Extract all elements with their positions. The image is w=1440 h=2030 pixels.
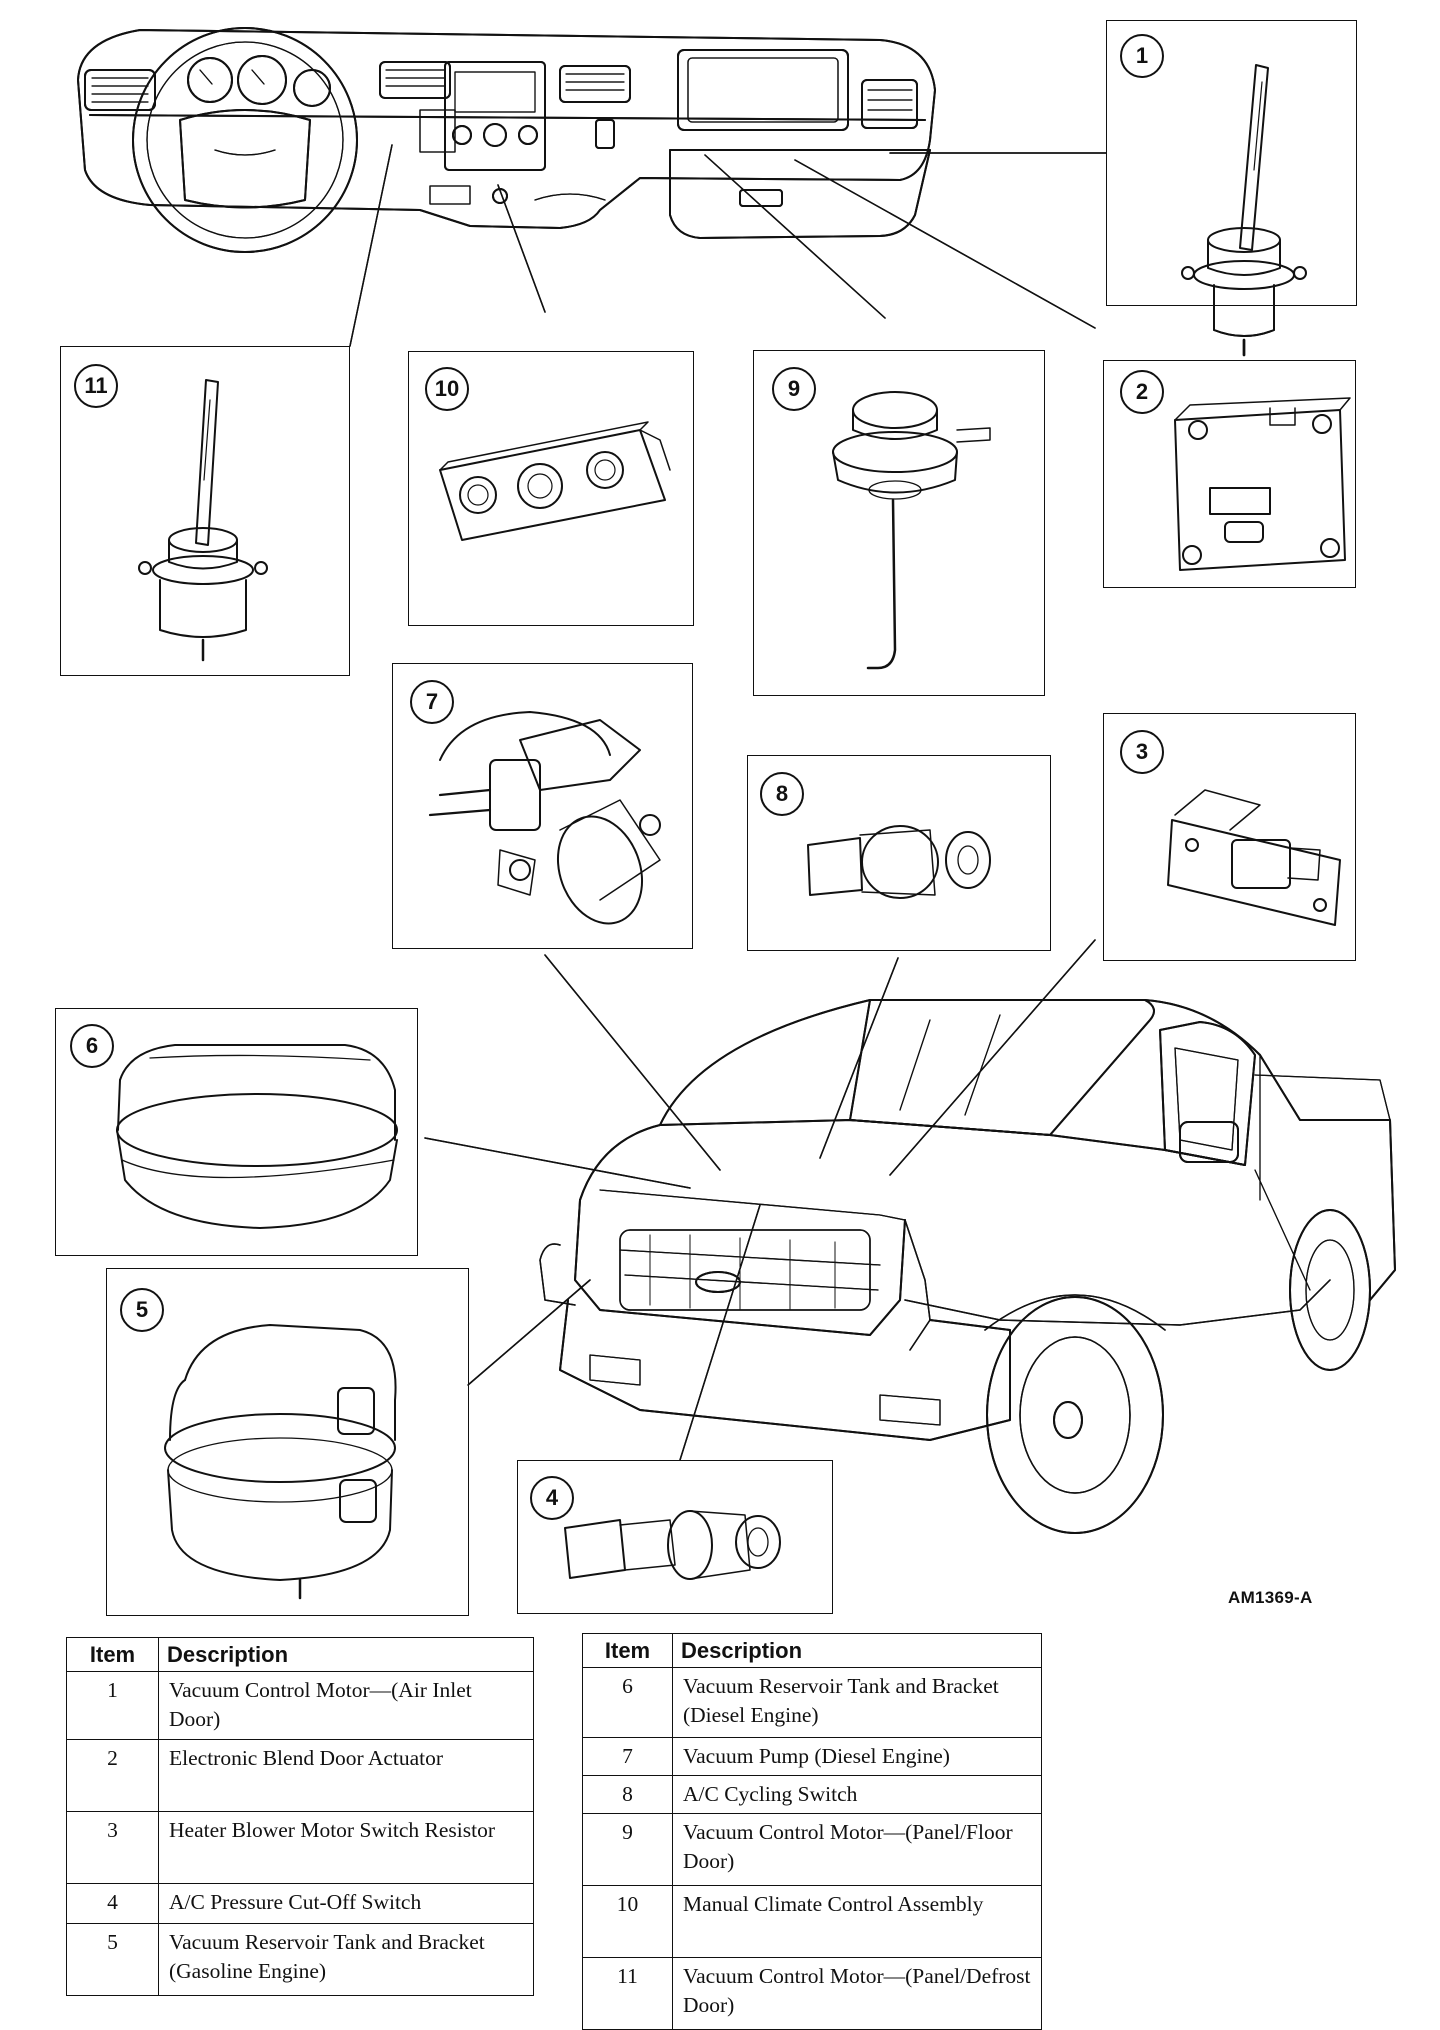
legend-item-description: Vacuum Pump (Diesel Engine) (672, 1737, 1042, 1776)
legend-row: 5 Vacuum Reservoir Tank and Bracket (Gas… (66, 1923, 534, 1996)
callout-8: 8 (760, 772, 804, 816)
legend-item-description: A/C Cycling Switch (672, 1775, 1042, 1814)
callout-5: 5 (120, 1288, 164, 1332)
description-column-header: Description (672, 1633, 1042, 1668)
description-column-header: Description (158, 1637, 534, 1672)
legend-item-number: 2 (66, 1739, 159, 1812)
legend-item-description: Vacuum Reservoir Tank and Bracket (Diese… (672, 1667, 1042, 1738)
callout-2: 2 (1120, 370, 1164, 414)
callout-9: 9 (772, 367, 816, 411)
legend-item-number: 9 (582, 1813, 673, 1886)
legend-item-number: 10 (582, 1885, 673, 1958)
legend-item-description: Electronic Blend Door Actuator (158, 1739, 534, 1812)
item-column-header: Item (582, 1633, 673, 1668)
callout-10: 10 (425, 367, 469, 411)
figure-id: AM1369-A (1228, 1588, 1313, 1607)
legend-item-description: Vacuum Control Motor—(Panel/Defrost Door… (672, 1957, 1042, 2030)
legend-item-number: 3 (66, 1811, 159, 1884)
callout-11: 11 (74, 364, 118, 408)
item-column-header: Item (66, 1637, 159, 1672)
legend-row: 3 Heater Blower Motor Switch Resistor (66, 1811, 534, 1884)
legend-item-number: 6 (582, 1667, 673, 1738)
legend-table-left: Item Description 1 Vacuum Control Motor—… (66, 1637, 534, 1996)
legend-item-description: Vacuum Reservoir Tank and Bracket (Gasol… (158, 1923, 534, 1996)
callout-3: 3 (1120, 730, 1164, 774)
legend-row: 11 Vacuum Control Motor—(Panel/Defrost D… (582, 1957, 1042, 2030)
legend-row: 9 Vacuum Control Motor—(Panel/Floor Door… (582, 1813, 1042, 1886)
callout-6: 6 (70, 1024, 114, 1068)
callout-1: 1 (1120, 34, 1164, 78)
legend-item-description: Vacuum Control Motor—(Air Inlet Door) (158, 1671, 534, 1740)
callout-4: 4 (530, 1476, 574, 1520)
legend-item-number: 1 (66, 1671, 159, 1740)
legend-item-number: 7 (582, 1737, 673, 1776)
legend-item-number: 5 (66, 1923, 159, 1996)
pickup-truck-drawing (539, 999, 1396, 1534)
legend-row: 2 Electronic Blend Door Actuator (66, 1739, 534, 1812)
instrument-panel-drawing (77, 27, 936, 253)
legend-row: 4 A/C Pressure Cut-Off Switch (66, 1883, 534, 1924)
legend-item-number: 4 (66, 1883, 159, 1924)
legend-table-right: Item Description 6 Vacuum Reservoir Tank… (582, 1633, 1042, 2030)
legend-item-description: Vacuum Control Motor—(Panel/Floor Door) (672, 1813, 1042, 1886)
legend-item-description: Heater Blower Motor Switch Resistor (158, 1811, 534, 1884)
legend-row: 10 Manual Climate Control Assembly (582, 1885, 1042, 1958)
legend-item-description: A/C Pressure Cut-Off Switch (158, 1883, 534, 1924)
legend-row: 7 Vacuum Pump (Diesel Engine) (582, 1737, 1042, 1776)
legend-header-row: Item Description (66, 1637, 534, 1672)
legend-row: 1 Vacuum Control Motor—(Air Inlet Door) (66, 1671, 534, 1740)
legend-row: 8 A/C Cycling Switch (582, 1775, 1042, 1814)
callout-7: 7 (410, 680, 454, 724)
legend-item-number: 8 (582, 1775, 673, 1814)
legend-item-description: Manual Climate Control Assembly (672, 1885, 1042, 1958)
legend-header-row: Item Description (582, 1633, 1042, 1668)
legend-item-number: 11 (582, 1957, 673, 2030)
legend-row: 6 Vacuum Reservoir Tank and Bracket (Die… (582, 1667, 1042, 1738)
